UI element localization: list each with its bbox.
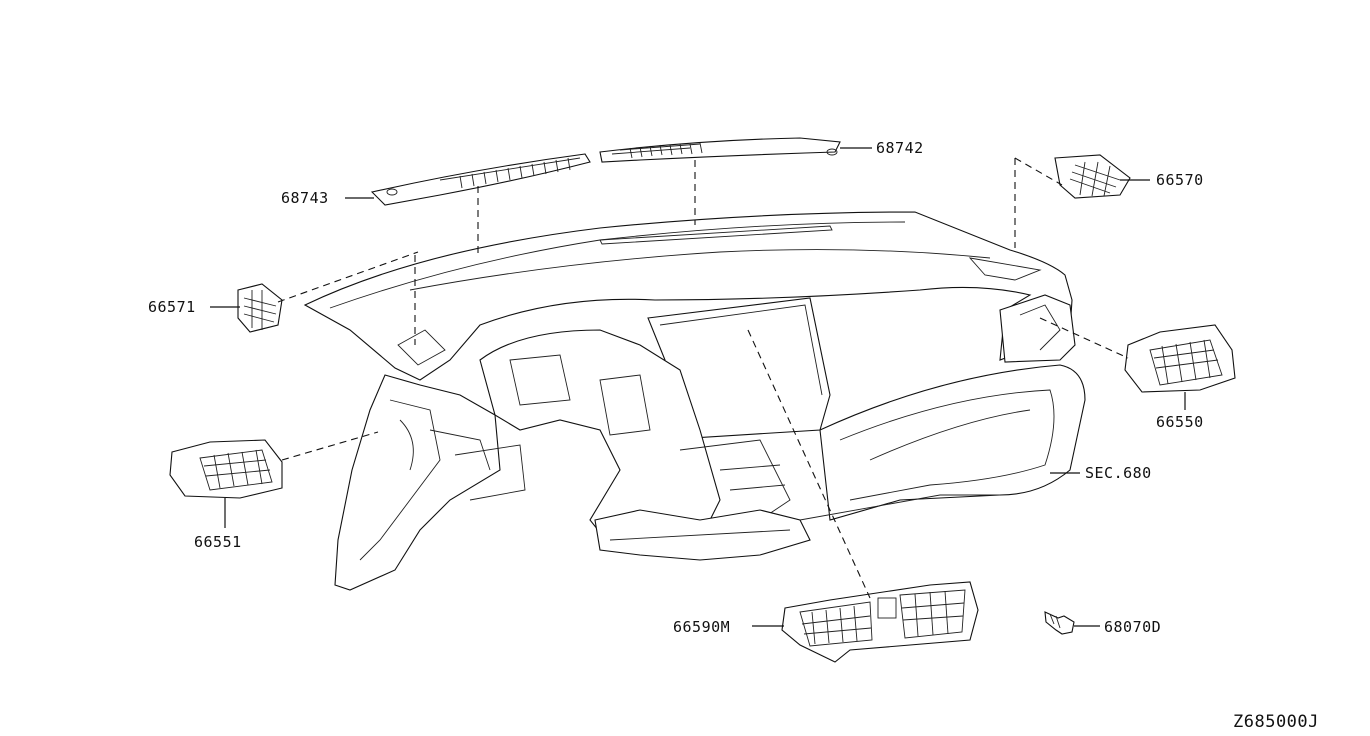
vent-66590m (781, 581, 979, 663)
screw-68070d (1044, 611, 1075, 635)
label-66550: 66550 (1156, 413, 1204, 431)
defroster-grille-68742 (599, 137, 841, 163)
vent-66550 (1124, 324, 1236, 393)
diagram-code: Z685000J (1233, 712, 1319, 732)
part-labels: 68742 68743 66570 66571 66550 66551 SEC.… (148, 139, 1319, 732)
label-68742: 68742 (876, 139, 924, 157)
vent-66571 (237, 283, 283, 333)
label-68743: 68743 (281, 189, 329, 207)
label-66570: 66570 (1156, 171, 1204, 189)
vent-66570 (1054, 154, 1131, 199)
label-sec680: SEC.680 (1085, 464, 1152, 482)
vent-66551 (169, 439, 283, 499)
defroster-grille-68743 (370, 153, 591, 206)
label-66551: 66551 (194, 533, 242, 551)
label-66590m: 66590M (673, 618, 730, 636)
label-68070d: 68070D (1104, 618, 1161, 636)
leader-lines (210, 147, 1186, 627)
label-66571: 66571 (148, 298, 196, 316)
assembly-dash-lines (277, 157, 1129, 599)
instrument-panel (303, 211, 1086, 591)
